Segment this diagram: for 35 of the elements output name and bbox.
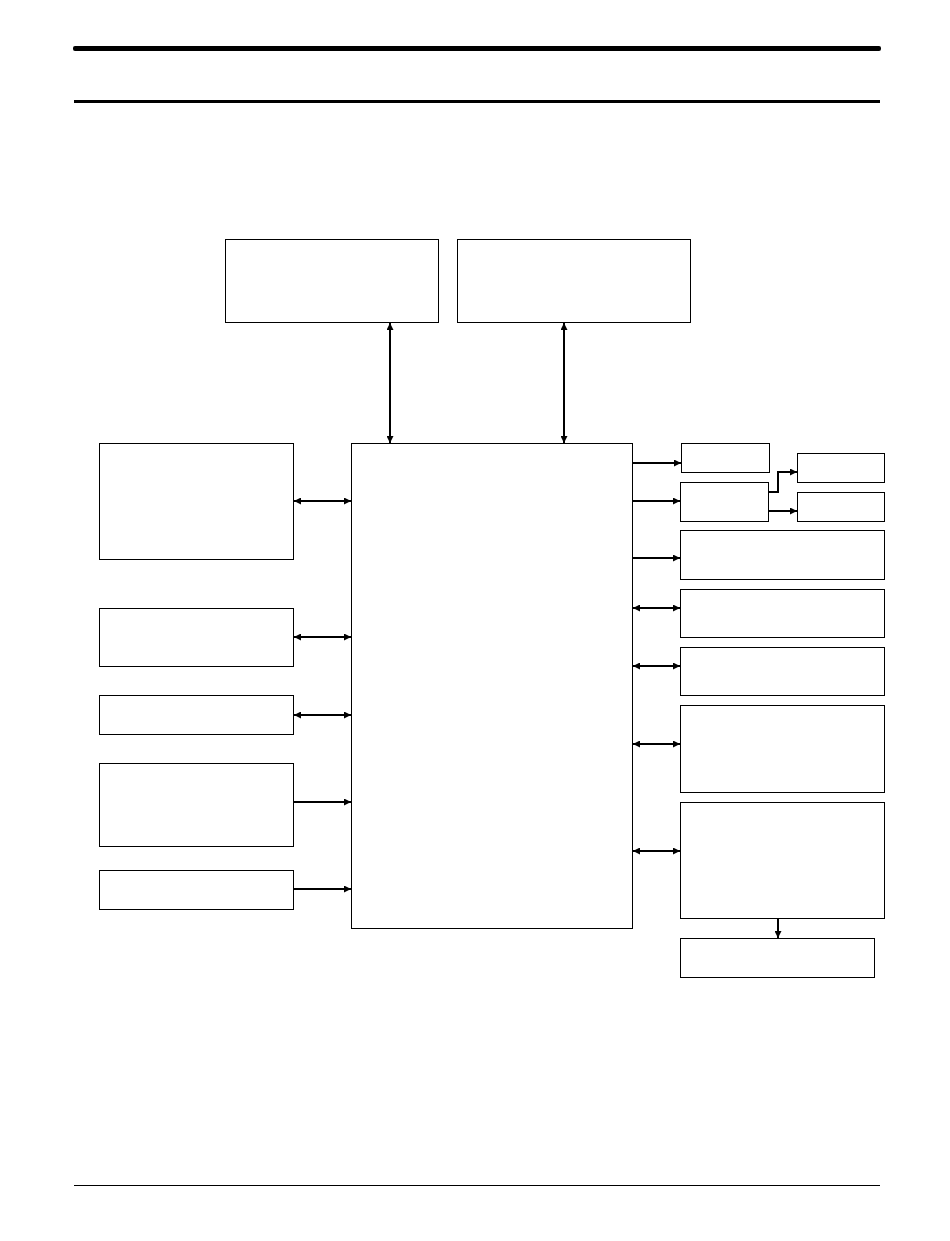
- block-box: [797, 492, 885, 522]
- arrow: [632, 740, 681, 748]
- arrow: [632, 497, 681, 505]
- arrow: [768, 468, 798, 493]
- block-box: [99, 443, 294, 560]
- arrow: [632, 604, 681, 612]
- block-box: [99, 695, 294, 735]
- arrow: [632, 662, 681, 670]
- block-box: [797, 453, 885, 483]
- arrow: [560, 322, 568, 444]
- block-box: [680, 938, 875, 978]
- arrow: [293, 633, 352, 641]
- arrow: [293, 711, 352, 719]
- arrow: [632, 459, 682, 467]
- block-box: [680, 647, 885, 696]
- arrow: [386, 322, 394, 444]
- block-box: [457, 239, 691, 323]
- block-box: [680, 482, 769, 522]
- arrow: [293, 885, 352, 893]
- block-box: [99, 763, 294, 847]
- arrow: [632, 554, 681, 562]
- arrow: [293, 497, 352, 505]
- arrow: [774, 918, 782, 939]
- block-box: [225, 239, 439, 323]
- arrow: [768, 507, 798, 515]
- block-box: [680, 530, 885, 580]
- arrow: [632, 847, 681, 855]
- block-box: [99, 608, 294, 667]
- block-box: [351, 443, 633, 929]
- block-box: [680, 802, 885, 919]
- block-box: [681, 443, 770, 473]
- block-box: [680, 705, 885, 793]
- arrow: [293, 798, 352, 806]
- block-box: [99, 870, 294, 910]
- block-box: [680, 589, 885, 638]
